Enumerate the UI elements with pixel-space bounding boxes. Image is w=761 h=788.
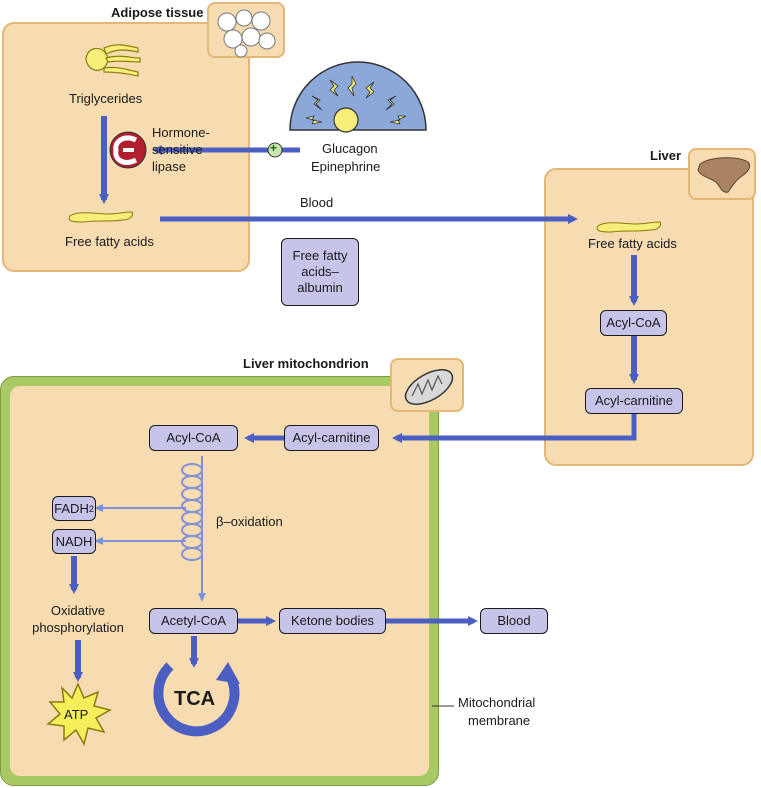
oxphos-line2: phosphorylation: [32, 620, 124, 635]
liver-thumbnail: [688, 148, 756, 200]
albumin-line3: albumin: [297, 280, 343, 295]
albumin-line1: Free fatty: [292, 248, 348, 263]
blood-label: Blood: [300, 195, 334, 210]
mito-acyl-carnitine-box: Acyl-carnitine: [284, 425, 379, 451]
mito-acyl-coa-box: Acyl-CoA: [149, 425, 238, 451]
mitochondrion-thumbnail: [390, 358, 464, 412]
mitochondrion-title: Liver mitochondrion: [243, 356, 369, 371]
lipase-label-line2: sensitive: [152, 142, 203, 157]
nadh-box: NADH: [52, 529, 96, 554]
plus-activation-marker: [267, 142, 283, 158]
oxphos-line1: Oxidative: [50, 603, 106, 618]
oxidative-phosphorylation-label: Oxidative phosphorylation: [16, 602, 140, 636]
ketone-bodies-box: Ketone bodies: [279, 608, 386, 634]
lipase-label-line3: lipase: [152, 159, 186, 174]
ffa-albumin-box: Free fatty acids– albumin: [281, 238, 359, 306]
adipose-tissue-title: Adipose tissue: [111, 5, 204, 20]
liver-fatty-acid-icon: [596, 221, 661, 233]
beta-oxidation-label: β–oxidation: [216, 514, 283, 529]
adipose-cells-thumbnail: [207, 2, 285, 58]
fat-cells-icon: [217, 9, 276, 58]
mitochondrion-icon: [404, 369, 454, 405]
tca-label: TCA: [174, 688, 216, 710]
triglyceride-icon: [85, 44, 141, 77]
beta-oxidation-spiral: [181, 456, 203, 598]
tca-cycle-ring: [153, 662, 240, 737]
liver-icon: [697, 157, 751, 193]
liver-acyl-coa-box: Acyl-CoA: [600, 310, 667, 336]
lipase-icon: [109, 131, 147, 169]
membrane-label-line2: membrane: [468, 713, 531, 728]
fatty-acid-icon: [68, 211, 133, 223]
triglycerides-label: Triglycerides: [69, 91, 143, 106]
fadh2-subscript: 2: [88, 503, 94, 514]
acetyl-coa-box: Acetyl-CoA: [149, 608, 238, 634]
membrane-label-line1: Mitochondrial: [458, 695, 536, 710]
liver-title: Liver: [650, 148, 682, 163]
adipose-ffa-label: Free fatty acids: [65, 234, 154, 249]
atp-label: ATP: [64, 707, 89, 722]
plus-sign: +: [270, 141, 278, 155]
hormone-gland-icon: [289, 61, 427, 133]
fadh2-base: FADH: [54, 500, 89, 516]
liver-ffa-label: Free fatty acids: [588, 236, 677, 251]
albumin-line2: acids–: [301, 264, 339, 279]
lipase-label-line1: Hormone-: [152, 125, 210, 140]
blood-box: Blood: [480, 608, 548, 634]
atp-burst: [46, 682, 112, 746]
liver-acyl-carnitine-box: Acyl-carnitine: [585, 388, 683, 414]
epinephrine-label: Epinephrine: [311, 159, 381, 174]
glucagon-label: Glucagon: [322, 141, 378, 156]
